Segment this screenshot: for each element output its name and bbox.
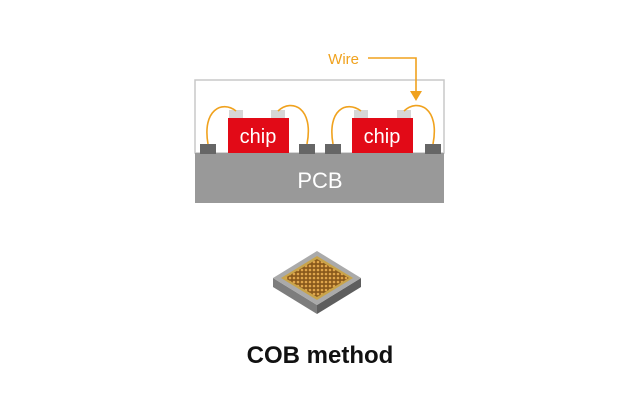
cob-led-module-icon: [273, 251, 361, 314]
wire-callout-arrowhead: [410, 91, 422, 101]
bond-wire: [277, 104, 310, 145]
bond-wire: [331, 106, 362, 145]
pcb-label: PCB: [297, 168, 342, 193]
chip-cap: [229, 110, 243, 119]
chip-left: [228, 118, 289, 153]
chip-cap: [271, 110, 285, 119]
chip-right: [352, 118, 413, 153]
pad: [325, 144, 341, 154]
pcb-board: [195, 153, 444, 203]
chip-cap: [354, 110, 368, 119]
bond-wire: [403, 104, 436, 145]
chip-cap: [397, 110, 411, 119]
wire-callout-line: [368, 57, 417, 92]
pad: [299, 144, 315, 154]
bond-wire: [206, 106, 237, 145]
chip-left-label: chip: [240, 126, 277, 148]
chip-right-label: chip: [364, 126, 401, 148]
pad: [200, 144, 216, 154]
wire-label: Wire: [328, 51, 359, 68]
pad: [425, 144, 441, 154]
caption: COB method: [246, 342, 394, 369]
